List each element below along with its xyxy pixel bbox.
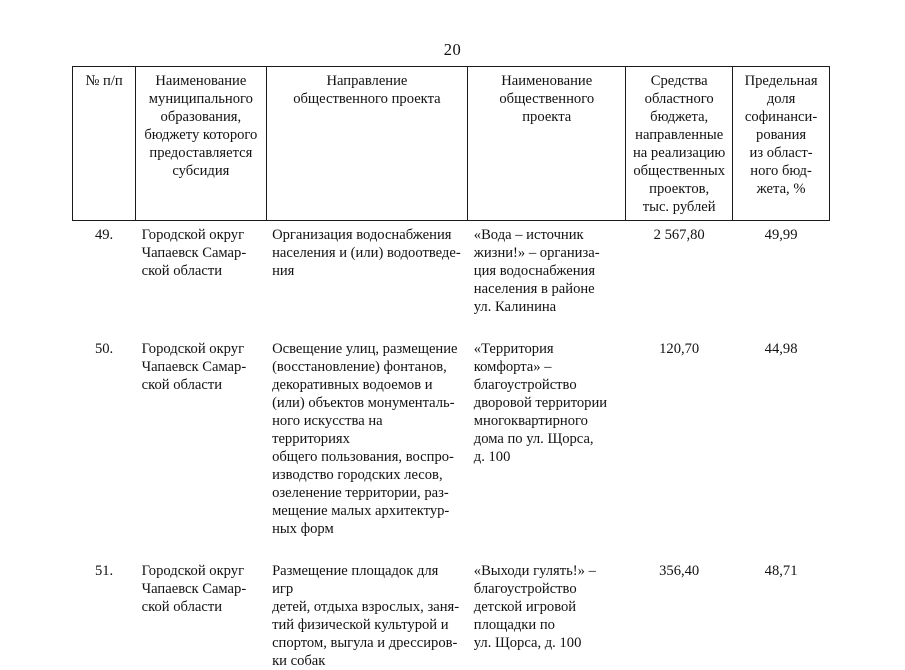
column-header-direction: Направление общественного проекта	[265, 66, 469, 221]
table-header-row: № п/п Наименование муниципального образо…	[71, 66, 830, 221]
document-page: 20 № п/п Наименование муниципального обр…	[71, 40, 830, 669]
column-header-share: Предельная доля софинанси- рования из об…	[732, 66, 830, 221]
cell-number: 51.	[94, 563, 114, 579]
page-number: 20	[443, 40, 462, 59]
row-spacer-cell	[73, 316, 830, 336]
table-row: 49. Городской округ Чапаевск Самар- ской…	[73, 221, 830, 317]
column-header-project: Наименование общественного проекта	[467, 66, 627, 221]
cell-number: 50.	[94, 341, 114, 357]
cell-share: 48,71	[764, 563, 798, 579]
cell-funds: 2 567,80	[653, 227, 705, 243]
row-spacer	[73, 538, 830, 558]
cell-funds: 120,70	[659, 341, 700, 357]
cell-share: 44,98	[764, 341, 798, 357]
cell-share: 49,99	[764, 227, 798, 243]
subsidy-table: № п/п Наименование муниципального образо…	[71, 66, 830, 670]
cell-project: «Выходи гулять!» – благоустройство детск…	[473, 563, 596, 651]
table-row: 51. Городской округ Чапаевск Самар- ской…	[73, 558, 830, 670]
cell-direction: Освещение улиц, размещение (восстановлен…	[272, 341, 458, 537]
column-header-funds: Средства областного бюджета, направленны…	[625, 66, 734, 221]
cell-municipality: Городской округ Чапаевск Самар- ской обл…	[141, 563, 247, 615]
cell-project: «Вода – источник жизни!» – организа- ция…	[473, 227, 600, 315]
column-header-number: № п/п	[71, 66, 137, 221]
cell-direction: Размещение площадок для игр детей, отдых…	[272, 563, 460, 669]
cell-municipality: Городской округ Чапаевск Самар- ской обл…	[141, 227, 247, 279]
column-header-municipality: Наименование муниципального образования,…	[135, 66, 267, 221]
row-spacer	[73, 316, 830, 336]
cell-direction: Организация водоснабжения населения и (и…	[272, 227, 461, 279]
cell-municipality: Городской округ Чапаевск Самар- ской обл…	[141, 341, 247, 393]
cell-project: «Территория комфорта» – благоустройство …	[473, 341, 608, 465]
table-row: 50. Городской округ Чапаевск Самар- ской…	[73, 336, 830, 538]
row-spacer-cell	[73, 538, 830, 558]
cell-funds: 356,40	[659, 563, 700, 579]
cell-number: 49.	[94, 227, 114, 243]
